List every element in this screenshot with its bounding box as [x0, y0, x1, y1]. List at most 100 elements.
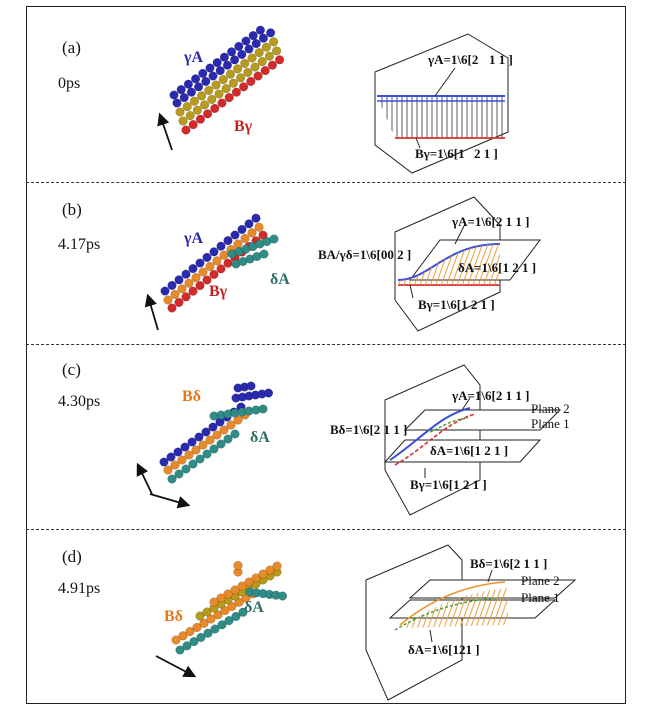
atom: [220, 53, 229, 62]
atom: [224, 259, 233, 268]
atom: [202, 77, 211, 86]
atom: [173, 99, 182, 108]
atom: [161, 287, 170, 296]
atom: [217, 242, 226, 251]
atom: [193, 106, 202, 115]
atom: [241, 234, 250, 243]
atom: [255, 223, 264, 232]
vec-a-Bgamma: Bγ=1\6[1: [415, 146, 465, 161]
atom: [226, 70, 235, 79]
atom: [255, 48, 264, 57]
atom: [229, 79, 238, 88]
atom: [210, 248, 219, 257]
vec-c-deltaA: δA=1\6[1 2 1 ]: [430, 443, 508, 458]
atom: [177, 85, 186, 94]
atom: [184, 80, 193, 89]
label-c-Bdelta: Bδ: [182, 388, 201, 405]
atom: [231, 231, 240, 240]
atom: [191, 75, 200, 84]
atom: [199, 69, 208, 78]
atom: [254, 72, 263, 81]
arrow-a: [160, 115, 172, 150]
atom: [256, 26, 265, 35]
atom: [176, 108, 185, 117]
atom: [210, 270, 219, 279]
atom: [247, 77, 256, 86]
atom: [259, 34, 268, 43]
atom: [180, 93, 189, 102]
atom: [236, 74, 245, 83]
vec-c-Bdelta: Bδ=1\6[2 1 1 ]: [330, 422, 407, 437]
atom: [251, 63, 260, 72]
atom: [223, 61, 232, 70]
atom: [222, 84, 231, 93]
atom: [216, 66, 225, 75]
atom: [197, 92, 206, 101]
atom: [206, 64, 215, 73]
atom: [265, 52, 274, 61]
vec-b-Bgamma: Bγ=1\6[1 2 1 ]: [418, 297, 495, 312]
atom: [238, 50, 247, 59]
vec-b-deltaA: δA=1\6[1 2 1 ]: [458, 260, 536, 275]
arrow-b: [148, 296, 158, 330]
atom: [182, 293, 191, 302]
atom: [235, 42, 244, 51]
atom: [187, 88, 196, 97]
arrow-c-right: [150, 494, 188, 505]
atom: [260, 250, 269, 259]
atom: [203, 253, 212, 262]
atom: [211, 104, 220, 113]
atom: [262, 43, 271, 52]
vec-d-deltaA: δA=1\6[121 ]: [408, 642, 480, 657]
atom: [175, 298, 184, 307]
vec-a-Bgamma-end: 2 1 ]: [474, 146, 498, 161]
atom: [178, 285, 187, 294]
atom: [175, 276, 184, 285]
vec-d-Bdelta: Bδ=1\6[2 1 1 ]: [470, 556, 547, 571]
atom: [209, 72, 218, 81]
atom: [171, 290, 180, 299]
atom: [220, 251, 229, 260]
atom: [278, 592, 287, 601]
atom: [199, 268, 208, 277]
label-d-deltaA: δA: [244, 599, 264, 616]
vec-a-gammaA: γA=1\6[2: [427, 52, 478, 67]
atom: [185, 279, 194, 288]
atom: [245, 220, 254, 229]
atom: [268, 61, 277, 70]
atom: [252, 214, 261, 223]
atom: [194, 83, 203, 92]
vec-d-plane1: Plane 1: [521, 590, 560, 605]
atom: [230, 56, 239, 65]
atom-cluster-d: [172, 561, 287, 654]
atom: [234, 561, 243, 570]
arrow-d: [156, 656, 194, 676]
label-c-deltaA: δA: [250, 429, 270, 446]
atom: [258, 57, 267, 66]
label-b-Bgamma: Bγ: [209, 283, 228, 300]
atom: [212, 81, 221, 90]
atom: [224, 236, 233, 245]
atom: [247, 382, 256, 391]
vec-c-gammaA: γA=1\6[2 1 1 ]: [451, 388, 529, 403]
atom: [272, 47, 281, 56]
atom: [189, 120, 198, 129]
atom: [182, 126, 191, 135]
atom: [196, 259, 205, 268]
atom: [227, 48, 236, 57]
vec-c-Bgamma: Bγ=1\6[1 2 1 ]: [410, 477, 487, 492]
atom: [183, 102, 192, 111]
atom: [186, 111, 195, 120]
vec-b-gammaA: γA=1\6[2 1 1 ]: [451, 214, 529, 229]
label-b-deltaA: δA: [270, 271, 290, 288]
atom: [219, 75, 228, 84]
atom: [205, 86, 214, 95]
atom: [231, 430, 240, 439]
atom: [170, 91, 179, 100]
atom: [270, 235, 279, 244]
atom: [264, 389, 273, 398]
atom: [179, 117, 188, 126]
atom: [208, 95, 217, 104]
atom: [241, 59, 250, 68]
